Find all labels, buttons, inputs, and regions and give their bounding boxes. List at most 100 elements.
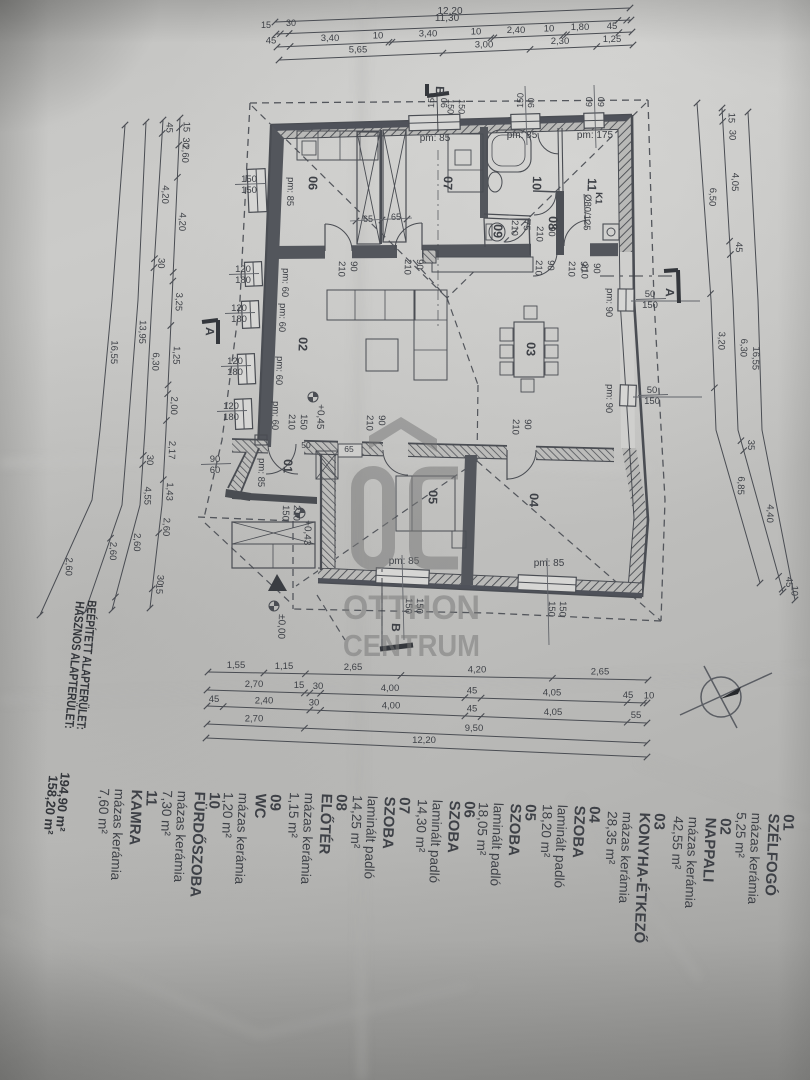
- svg-text:210: 210: [533, 226, 545, 242]
- svg-text:28,35 m²: 28,35 m²: [603, 811, 620, 865]
- svg-text:210: 210: [285, 414, 297, 430]
- svg-text:K1: K1: [593, 192, 604, 205]
- svg-text:mázas kerámia: mázas kerámia: [232, 792, 251, 885]
- svg-text:150: 150: [426, 93, 437, 108]
- svg-text:KONYHA-ÉTKEZŐ: KONYHA-ÉTKEZŐ: [630, 812, 654, 944]
- svg-text:210: 210: [290, 505, 302, 521]
- svg-text:4,05: 4,05: [729, 173, 741, 192]
- svg-text:15: 15: [294, 680, 305, 691]
- svg-text:pm: 60: pm: 60: [279, 268, 291, 297]
- svg-text:01: 01: [281, 459, 295, 473]
- svg-text:4,20: 4,20: [159, 185, 171, 204]
- svg-text:OTTHON: OTTHON: [343, 589, 480, 627]
- svg-text:18,20 m²: 18,20 m²: [538, 804, 555, 858]
- svg-text:150: 150: [402, 598, 414, 614]
- svg-text:ELŐTÉR: ELŐTÉR: [315, 793, 336, 855]
- svg-text:90: 90: [376, 415, 387, 426]
- svg-text:mázas kerámia: mázas kerámia: [745, 812, 764, 905]
- svg-text:30: 30: [154, 575, 165, 586]
- svg-text:laminált padló: laminált padló: [487, 802, 506, 886]
- svg-text:12,20: 12,20: [412, 735, 436, 746]
- svg-text:5,25 m²: 5,25 m²: [732, 812, 749, 859]
- svg-text:03: 03: [650, 813, 668, 830]
- svg-text:180: 180: [223, 412, 239, 423]
- svg-text:3,00: 3,00: [475, 39, 494, 50]
- svg-text:120: 120: [223, 401, 239, 412]
- svg-text:mázas kerámia: mázas kerámia: [298, 792, 317, 885]
- svg-text:45: 45: [733, 242, 744, 253]
- svg-text:3,20: 3,20: [715, 331, 727, 350]
- svg-text:18,05 m²: 18,05 m²: [474, 802, 491, 856]
- svg-text:4,00: 4,00: [382, 701, 401, 712]
- svg-text:pm: 85: pm: 85: [534, 558, 565, 569]
- svg-text:03: 03: [524, 342, 538, 356]
- svg-text:6,30: 6,30: [149, 352, 161, 371]
- svg-text:laminált padló: laminált padló: [551, 804, 570, 888]
- svg-text:60: 60: [596, 97, 606, 107]
- svg-text:2,17: 2,17: [166, 441, 178, 460]
- svg-text:14,30 m²: 14,30 m²: [413, 799, 430, 853]
- svg-text:+0,45: +0,45: [314, 404, 326, 430]
- svg-text:06: 06: [460, 801, 478, 818]
- svg-text:210: 210: [565, 261, 577, 277]
- svg-text:+0,43: +0,43: [301, 520, 313, 546]
- svg-text:45: 45: [209, 694, 220, 705]
- svg-text:1,55: 1,55: [227, 660, 246, 671]
- svg-text:90: 90: [439, 98, 449, 108]
- svg-text:14,25 m²: 14,25 m²: [348, 795, 365, 849]
- svg-text:16,55: 16,55: [108, 340, 120, 364]
- svg-text:210: 210: [363, 415, 375, 431]
- svg-text:4,40: 4,40: [764, 504, 776, 523]
- svg-text:180: 180: [227, 367, 243, 378]
- svg-text:2,60: 2,60: [131, 533, 143, 552]
- svg-text:2,65: 2,65: [344, 662, 363, 673]
- svg-text:30: 30: [155, 258, 166, 269]
- svg-text:4,05: 4,05: [544, 707, 563, 718]
- svg-text:210: 210: [509, 419, 521, 435]
- svg-text:SZOBA: SZOBA: [569, 805, 588, 858]
- svg-text:15: 15: [180, 121, 191, 132]
- svg-text:10: 10: [788, 585, 799, 596]
- svg-text:2,65: 2,65: [591, 667, 610, 678]
- svg-text:04: 04: [585, 806, 603, 824]
- svg-text:pm: 85: pm: 85: [284, 177, 296, 206]
- svg-text:45: 45: [607, 21, 618, 32]
- svg-text:30: 30: [309, 698, 320, 709]
- svg-text:60: 60: [584, 97, 594, 107]
- svg-text:NAPPALI: NAPPALI: [699, 817, 719, 882]
- svg-text:2,60: 2,60: [63, 557, 75, 576]
- svg-text:150: 150: [642, 300, 658, 311]
- svg-text:90: 90: [348, 261, 359, 272]
- svg-text:01: 01: [779, 814, 797, 831]
- svg-text:30: 30: [144, 455, 155, 466]
- svg-text:2,70: 2,70: [245, 679, 264, 690]
- svg-text:CENTRUM: CENTRUM: [343, 628, 480, 663]
- svg-text:laminált padló: laminált padló: [361, 795, 380, 879]
- svg-text:194,90 m²: 194,90 m²: [53, 772, 73, 833]
- svg-text:FÜRDŐSZOBA: FÜRDŐSZOBA: [186, 791, 209, 898]
- svg-text:1,43: 1,43: [163, 482, 175, 501]
- svg-text:75: 75: [521, 220, 532, 231]
- svg-text:1,15 m²: 1,15 m²: [285, 792, 302, 839]
- svg-text:mázas kerámia: mázas kerámia: [108, 788, 127, 881]
- svg-text:A: A: [663, 288, 677, 297]
- svg-text:90: 90: [522, 419, 533, 430]
- svg-text:10: 10: [530, 176, 544, 190]
- svg-text:150: 150: [556, 601, 568, 617]
- svg-text:07: 07: [395, 797, 413, 814]
- svg-text:180: 180: [235, 275, 251, 286]
- svg-text:10: 10: [471, 27, 482, 38]
- svg-text:pm: 90: pm: 90: [603, 288, 615, 317]
- svg-text:pm: 90: pm: 90: [603, 384, 615, 413]
- svg-text:45: 45: [623, 690, 634, 701]
- svg-text:KAMRA: KAMRA: [126, 789, 145, 846]
- svg-text:90: 90: [578, 261, 589, 272]
- svg-text:45: 45: [467, 685, 478, 696]
- svg-text:SZOBA: SZOBA: [444, 800, 463, 853]
- svg-text:210: 210: [508, 220, 520, 236]
- svg-text:2,30: 2,30: [551, 36, 570, 47]
- svg-text:150: 150: [413, 598, 425, 614]
- svg-text:4,20: 4,20: [468, 664, 487, 675]
- svg-text:4,55: 4,55: [141, 486, 153, 505]
- svg-text:SZOBA: SZOBA: [505, 803, 524, 856]
